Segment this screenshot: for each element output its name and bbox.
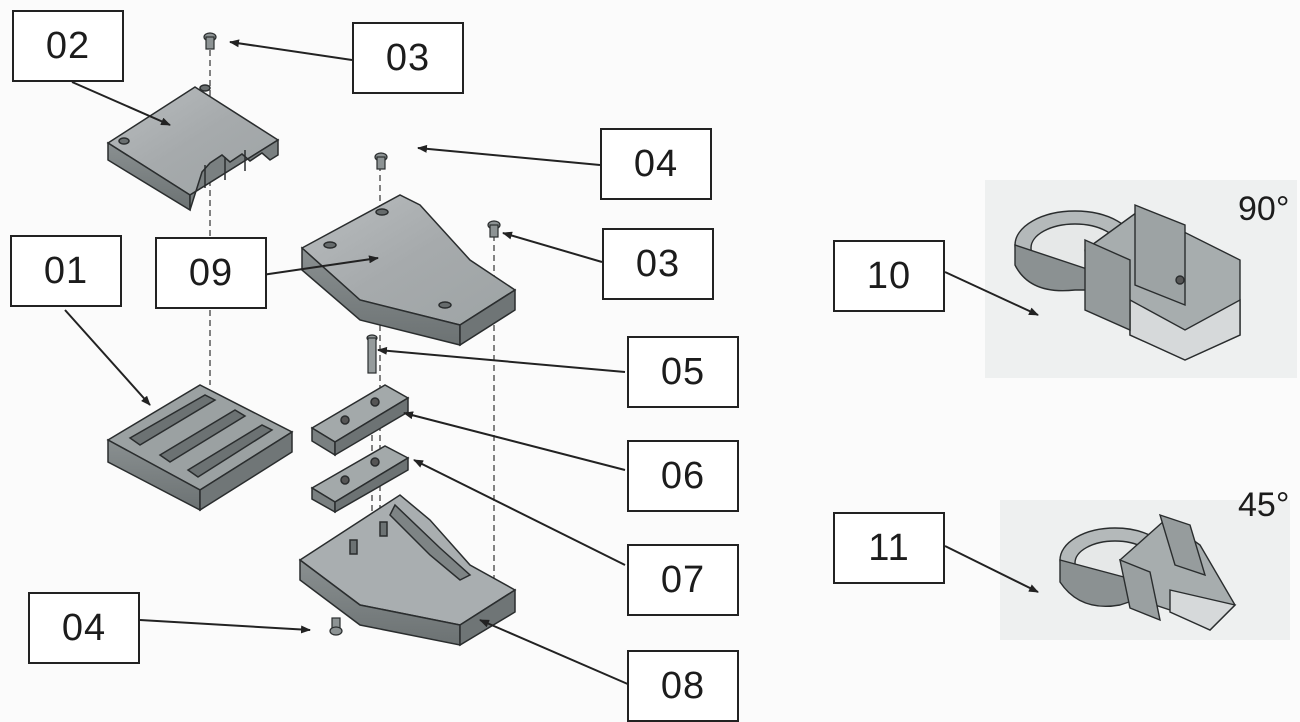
screw-04-top [374, 152, 388, 170]
callout-04-top: 04 [600, 128, 712, 200]
callout-10: 10 [833, 240, 945, 312]
screw-04-bottom [329, 617, 343, 636]
angle-label-45: 45° [1238, 486, 1290, 524]
arrow-08 [479, 619, 631, 686]
arrow-03-top [229, 39, 353, 61]
arrow-06 [403, 411, 626, 471]
arrow-04-top [417, 144, 601, 166]
arrow-11 [944, 545, 1039, 593]
part-01-base [106, 384, 294, 512]
arrow-02 [71, 81, 171, 126]
screw-03-right [487, 220, 501, 238]
arrow-01 [64, 309, 151, 406]
callout-03-right: 03 [602, 228, 714, 300]
pin-05 [366, 334, 378, 374]
callout-06: 06 [627, 440, 739, 512]
arrow-04-bottom [139, 619, 311, 634]
arrow-05 [377, 346, 626, 373]
part-02-cover [106, 84, 280, 212]
callout-09: 09 [155, 237, 267, 309]
callout-01: 01 [10, 235, 122, 307]
arrow-09 [261, 255, 379, 276]
part-07-clamp-lower [310, 445, 410, 514]
inset-11-bracket-45 [1000, 500, 1290, 640]
callout-11: 11 [833, 512, 945, 584]
arrow-07 [413, 459, 626, 566]
arrow-03-right [502, 231, 603, 263]
part-08-lower-housing [298, 494, 517, 647]
part-06-clamp-upper [310, 384, 410, 457]
callout-07: 07 [627, 544, 739, 616]
callout-04-bottom: 04 [28, 592, 140, 664]
part-09-upper-housing [300, 194, 517, 347]
inset-10-bracket-90 [985, 180, 1297, 378]
leader-arrows [64, 39, 1039, 686]
arrow-10 [944, 271, 1039, 316]
angle-label-90: 90° [1238, 190, 1290, 228]
callout-05: 05 [627, 336, 739, 408]
callout-08: 08 [627, 650, 739, 722]
callout-03-top: 03 [352, 22, 464, 94]
screw-03-top [203, 32, 217, 50]
callout-02: 02 [12, 10, 124, 82]
